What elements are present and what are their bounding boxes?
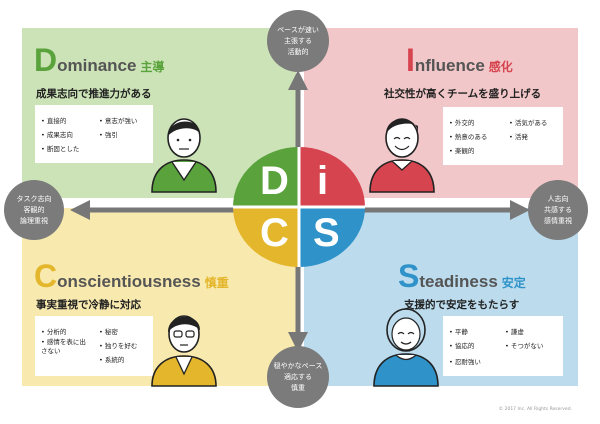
axis-left-circle: タスク志向客観的論理重視: [4, 180, 64, 240]
steadiness-keyword-card: • 平静 • 協応的 • 忍耐強い • 謙虚 • そつがない: [443, 316, 563, 376]
axis-bottom-circle: 穏やかなペース適応する慎重: [267, 346, 329, 408]
s-segment: [299, 207, 365, 267]
center-letter-s: S: [313, 211, 340, 255]
steadiness-jp: 安定: [501, 276, 526, 290]
keyword: • 秘密: [99, 328, 118, 336]
axis-right-circle: 人志向共感する感情重視: [528, 180, 588, 240]
copyright-text: © 2017 Inc. All Rights Reserved.: [498, 407, 572, 412]
keyword: • 断固とした: [41, 145, 80, 153]
dominance-initial: D: [34, 42, 58, 78]
influence-initial: I: [406, 42, 415, 78]
steadiness-initial: S: [398, 258, 420, 294]
influence-jp: 感化: [488, 60, 513, 74]
influence-subtitle: 社交性が高くチームを盛り上げる: [384, 88, 542, 100]
keyword: • 楽観的: [449, 147, 475, 155]
center-letter-d: D: [260, 159, 289, 203]
disc-center-pie: [233, 147, 365, 267]
d-segment: [233, 147, 299, 207]
influence-keyword-card: • 外交的 • 熱意のある • 楽観的 • 活気がある • 活発: [443, 107, 563, 165]
center-letter-c: C: [260, 211, 289, 255]
influence-title-rest: nfluence: [414, 56, 485, 75]
keyword: • 外交的: [449, 119, 475, 127]
axis-top-circle: ペースが速い主張する活動的: [267, 10, 329, 72]
steadiness-person-icon: [373, 308, 439, 387]
keyword: • 分析的: [41, 328, 67, 336]
disc-center-circle: D i C S: [233, 147, 365, 267]
conscientiousness-subtitle: 事実重視で冷静に対応: [36, 299, 141, 311]
dominance-title-rest: ominance: [57, 56, 137, 75]
keyword: • 成果志向: [41, 131, 73, 139]
dominance-subtitle: 成果志向で推進力がある: [36, 88, 152, 100]
c-segment: [233, 207, 299, 267]
keyword: • 直接的: [41, 117, 67, 125]
dominance-jp: 主導: [140, 60, 165, 74]
keyword: • 系統的: [99, 356, 125, 364]
keyword: • 意志が強い: [99, 117, 138, 125]
keyword: • 感情を表に出さない: [41, 338, 86, 355]
conscientiousness-initial: C: [34, 258, 58, 294]
dominance-keyword-card: • 直接的 • 成果志向 • 断固とした • 意志が強い • 強引: [35, 105, 153, 163]
keyword: • 協応的: [449, 342, 475, 350]
keyword: • 忍耐強い: [449, 358, 481, 366]
keyword: • 独りを好む: [99, 342, 138, 350]
influence-person-icon: [369, 118, 435, 193]
keyword: • 強引: [99, 131, 118, 139]
center-letter-i: i: [317, 159, 329, 203]
keyword: • 活発: [509, 133, 528, 141]
keyword: • 活気がある: [509, 119, 548, 127]
conscientiousness-keyword-card: • 分析的 • 感情を表に出さない • 秘密 • 独りを好む • 系統的: [35, 316, 153, 376]
steadiness-subtitle: 支援的で安定をもたらす: [404, 299, 520, 311]
i-segment: [299, 147, 365, 207]
keyword: • そつがない: [505, 342, 544, 350]
steadiness-title-rest: teadiness: [419, 272, 498, 291]
keyword: • 熱意のある: [449, 133, 488, 141]
conscientiousness-person-icon: [151, 315, 217, 387]
keyword: • 謙虚: [505, 328, 524, 336]
dominance-person-icon: [151, 118, 217, 193]
conscientiousness-title-rest: onscientiousness: [57, 272, 201, 291]
conscientiousness-jp: 慎重: [204, 276, 229, 290]
keyword: • 平静: [449, 328, 468, 336]
